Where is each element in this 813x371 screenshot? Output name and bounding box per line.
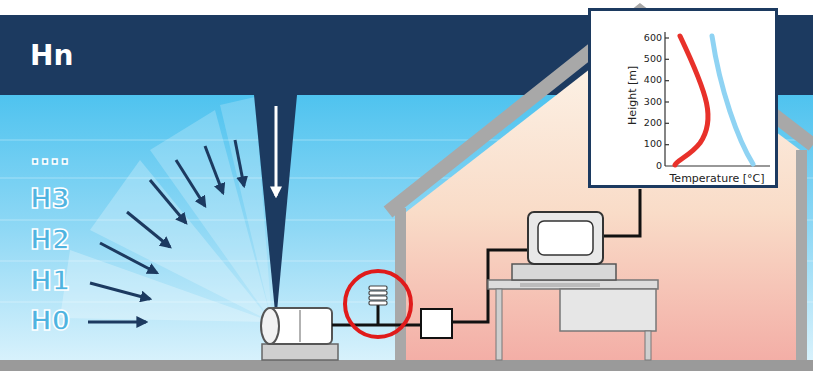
layer-label: H0	[30, 307, 70, 337]
chart-panel-fill	[588, 8, 778, 188]
arrow	[205, 146, 223, 193]
tick	[665, 37, 669, 38]
temperature-profile	[675, 36, 708, 165]
layer-label: H3	[30, 185, 70, 215]
highlight-circle	[345, 271, 411, 337]
cable	[603, 189, 640, 236]
zenith-beam	[254, 95, 297, 322]
tick-label: 100	[644, 139, 662, 150]
dewpoint-profile	[712, 36, 753, 164]
sensor-disc	[369, 296, 387, 300]
radiometer-seam	[299, 310, 301, 342]
elevation-arrows	[88, 140, 244, 322]
tick-label: 400	[644, 75, 662, 86]
tick	[665, 144, 669, 145]
desk-top	[488, 280, 658, 289]
tick	[665, 80, 669, 81]
ground	[0, 360, 813, 371]
layer-label: Hn	[30, 40, 73, 72]
scan-fan	[60, 97, 272, 322]
arrow	[88, 321, 146, 324]
axis-title: Temperature [°C]	[670, 173, 765, 186]
sensor-disc	[369, 301, 387, 305]
tick-label: 600	[644, 33, 662, 44]
layer-band: Hn	[0, 15, 250, 95]
tick	[665, 59, 669, 60]
tick-label: 300	[644, 97, 662, 108]
monitor-screen	[538, 221, 593, 255]
tick-label: 200	[644, 118, 662, 129]
arrow	[150, 180, 186, 223]
arrow	[235, 140, 244, 186]
met-sensor	[369, 286, 387, 305]
keyboard	[520, 283, 600, 287]
layer-label: ....	[30, 141, 70, 171]
sensor-disc	[369, 291, 387, 295]
layer-label: H1	[30, 267, 70, 297]
monitor	[528, 212, 603, 264]
y-axis	[664, 32, 665, 166]
chart-axes	[665, 32, 770, 166]
chart-panel: Height [m] Temperature [°C]	[588, 8, 778, 188]
interface-box	[421, 309, 452, 338]
sensor-disc	[369, 286, 387, 290]
axis-title: Height [m]	[628, 65, 641, 124]
arrow	[100, 243, 157, 273]
desk-leg	[645, 331, 651, 360]
desk-leg	[496, 289, 502, 360]
tick-label: 0	[656, 161, 662, 172]
tick	[665, 123, 669, 124]
computer-base	[512, 264, 616, 280]
instrument-stand	[262, 344, 338, 360]
arrow	[127, 212, 170, 247]
arrow	[176, 160, 205, 206]
desk-drawer	[560, 289, 656, 331]
tick-label: 500	[644, 54, 662, 65]
house-wall	[796, 150, 807, 361]
layer-label: H2	[30, 226, 70, 256]
radiometer-window	[261, 308, 279, 344]
tick	[665, 101, 669, 102]
cable	[377, 305, 380, 325]
arrow	[90, 283, 150, 299]
zenith-arrow	[275, 106, 278, 196]
